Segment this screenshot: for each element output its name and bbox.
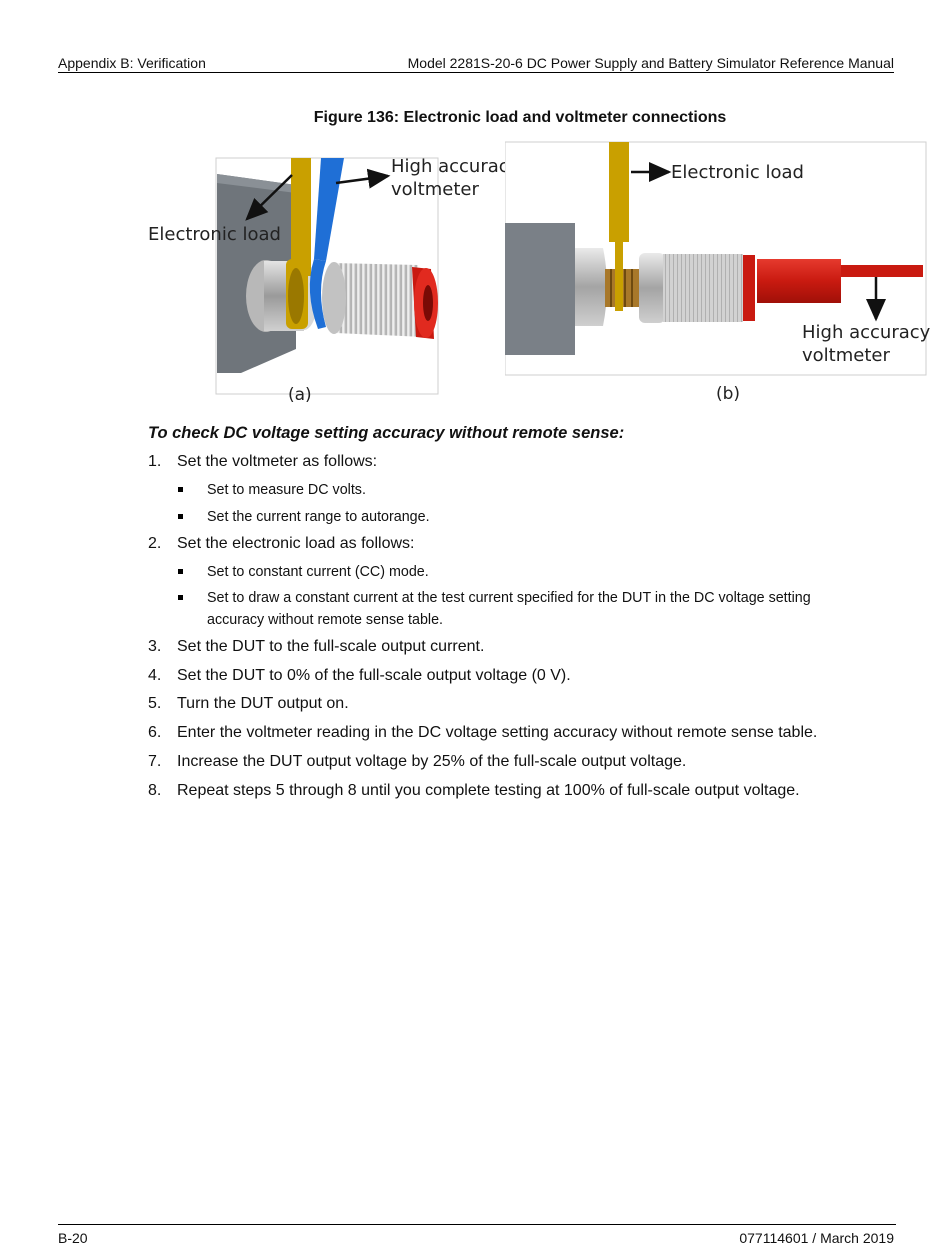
step-text: Enter the voltmeter reading in the DC vo… xyxy=(177,724,818,741)
step-text: Increase the DUT output voltage by 25% o… xyxy=(177,753,687,770)
step-text: Set the electronic load as follows: xyxy=(177,535,415,552)
bullet-marker xyxy=(178,595,183,600)
step-number: 7. xyxy=(148,753,162,770)
panel-a-voltmeter-label-2: voltmeter xyxy=(391,179,479,200)
bullet-marker xyxy=(178,514,183,519)
bullet-marker xyxy=(178,569,183,574)
step-number: 2. xyxy=(148,535,162,552)
panel-b-voltmeter-label-1: High accuracy xyxy=(802,322,930,343)
panel-b-load-label: Electronic load xyxy=(671,162,804,183)
step-text: Turn the DUT output on. xyxy=(177,695,349,712)
figure-panel-b: Electronic load High accuracy voltmeter … xyxy=(505,141,930,405)
page-footer: B-20 077114601 / March 2019 xyxy=(58,1224,896,1246)
page-number: B-20 xyxy=(58,1230,88,1246)
header-section: Appendix B: Verification xyxy=(58,55,206,71)
panel-a-label: (a) xyxy=(288,385,312,405)
bullet-text: Set to draw a constant current at the te… xyxy=(207,590,811,628)
bullet-text: Set to measure DC volts. xyxy=(207,482,366,498)
step-text: Repeat steps 5 through 8 until you compl… xyxy=(177,782,800,799)
step-text: Set the voltmeter as follows: xyxy=(177,453,378,470)
figure-caption: Figure 136: Electronic load and voltmete… xyxy=(313,109,727,126)
panel-a-load-label: Electronic load xyxy=(148,224,281,245)
figure-panel-a: High accuracy voltmeter Electronic load … xyxy=(146,141,512,405)
panel-b-label: (b) xyxy=(716,384,740,404)
step-number: 3. xyxy=(148,638,162,655)
panel-a-voltmeter-label-1: High accuracy xyxy=(391,156,512,177)
step-number: 5. xyxy=(148,695,162,712)
step-number: 4. xyxy=(148,667,162,684)
panel-b-voltmeter-label-2: voltmeter xyxy=(802,345,890,366)
bullet-text: Set to constant current (CC) mode. xyxy=(207,564,429,580)
header-manual-title: Model 2281S-20-6 DC Power Supply and Bat… xyxy=(407,55,894,71)
bullet-text: Set the current range to autorange. xyxy=(207,509,430,525)
page-header: Appendix B: Verification Model 2281S-20-… xyxy=(58,55,894,73)
step-number: 1. xyxy=(148,453,162,470)
step-number: 8. xyxy=(148,782,162,799)
document-id: 077114601 / March 2019 xyxy=(739,1230,894,1246)
bullet-marker xyxy=(178,487,183,492)
step-number: 6. xyxy=(148,724,162,741)
step-text: Set the DUT to 0% of the full-scale outp… xyxy=(177,667,571,684)
procedure-title: To check DC voltage setting accuracy wit… xyxy=(148,424,625,442)
step-text: Set the DUT to the full-scale output cur… xyxy=(177,638,485,655)
